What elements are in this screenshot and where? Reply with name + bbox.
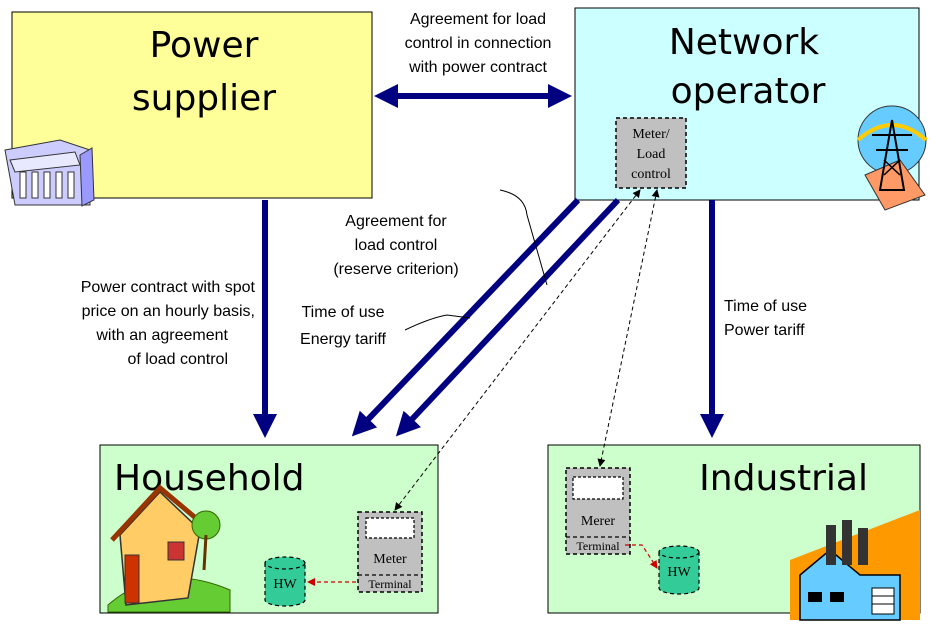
household-meter-terminal: Meter Terminal — [357, 511, 423, 593]
label-agreement-reserve-line1: Agreement for — [345, 213, 447, 230]
industrial-title: Industrial — [699, 458, 868, 499]
power-supplier-title-line2: supplier — [132, 78, 276, 119]
leader-line-energy-tariff — [404, 314, 471, 331]
label-power-tariff: Time of use Power tariff — [724, 298, 807, 339]
label-agreement-reserve-line2: load control — [355, 237, 438, 254]
label-power-contract-line1: Power contract with spot — [81, 279, 256, 296]
household-meter-label: Meter — [373, 552, 407, 567]
industrial-terminal-label: Terminal — [576, 539, 620, 553]
meter-load-control: Meter/ Load control — [615, 117, 687, 189]
label-energy-tariff-line1: Time of use — [302, 304, 385, 321]
label-power-contract: Power contract with spot price on an hou… — [81, 279, 256, 368]
household-title: Household — [114, 458, 305, 499]
label-power-contract-line2: price on an hourly basis, — [82, 303, 255, 320]
dashed-link-meter-to-industrial — [597, 189, 660, 467]
label-power-tariff-line1: Time of use — [724, 298, 807, 315]
label-agreement-reserve-line3: (reserve criterion) — [333, 261, 458, 278]
meter-load-control-line2: Load — [637, 147, 666, 162]
label-power-tariff-line2: Power tariff — [724, 322, 805, 339]
network-operator-title-line1: Network — [669, 22, 819, 63]
arrow-operator-to-household-reserve — [351, 197, 581, 437]
meter-load-control-line1: Meter/ — [632, 127, 669, 142]
label-agreement-top: Agreement for load control in connection… — [405, 11, 552, 76]
industrial-hw-label: HW — [667, 565, 691, 580]
label-energy-tariff-line2: Energy tariff — [300, 331, 387, 348]
factory-clipart-icon — [790, 510, 920, 621]
industrial-meter-label: Merer — [581, 514, 616, 529]
industrial-meter-terminal: Merer Terminal — [565, 467, 631, 555]
industrial-terminal-to-hw-link — [625, 544, 658, 569]
label-agreement-top-line3: with power contract — [408, 59, 547, 76]
household-hw-label: HW — [273, 577, 297, 592]
power-supplier-title-line1: Power — [150, 25, 259, 66]
household-terminal-label: Terminal — [368, 577, 412, 591]
network-operator-title-line2: operator — [671, 71, 826, 112]
label-agreement-top-line2: control in connection — [405, 35, 552, 52]
label-agreement-top-line1: Agreement for load — [410, 11, 546, 28]
arrow-operator-to-household-energy-tariff — [395, 197, 621, 437]
label-power-contract-line3: with an agreement — [95, 327, 228, 344]
label-power-contract-line4: of load control — [127, 351, 228, 368]
industrial-hw-tank: HW — [658, 545, 700, 595]
label-agreement-reserve: Agreement for load control (reserve crit… — [333, 213, 458, 278]
building-clipart-icon — [4, 139, 95, 207]
leader-line-reserve — [499, 189, 548, 286]
label-energy-tariff: Time of use Energy tariff — [300, 304, 387, 348]
meter-load-control-line3: control — [631, 167, 671, 182]
household-hw-tank: HW — [264, 556, 306, 607]
house-clipart-icon — [107, 484, 231, 613]
power-tower-clipart-icon — [856, 105, 928, 211]
